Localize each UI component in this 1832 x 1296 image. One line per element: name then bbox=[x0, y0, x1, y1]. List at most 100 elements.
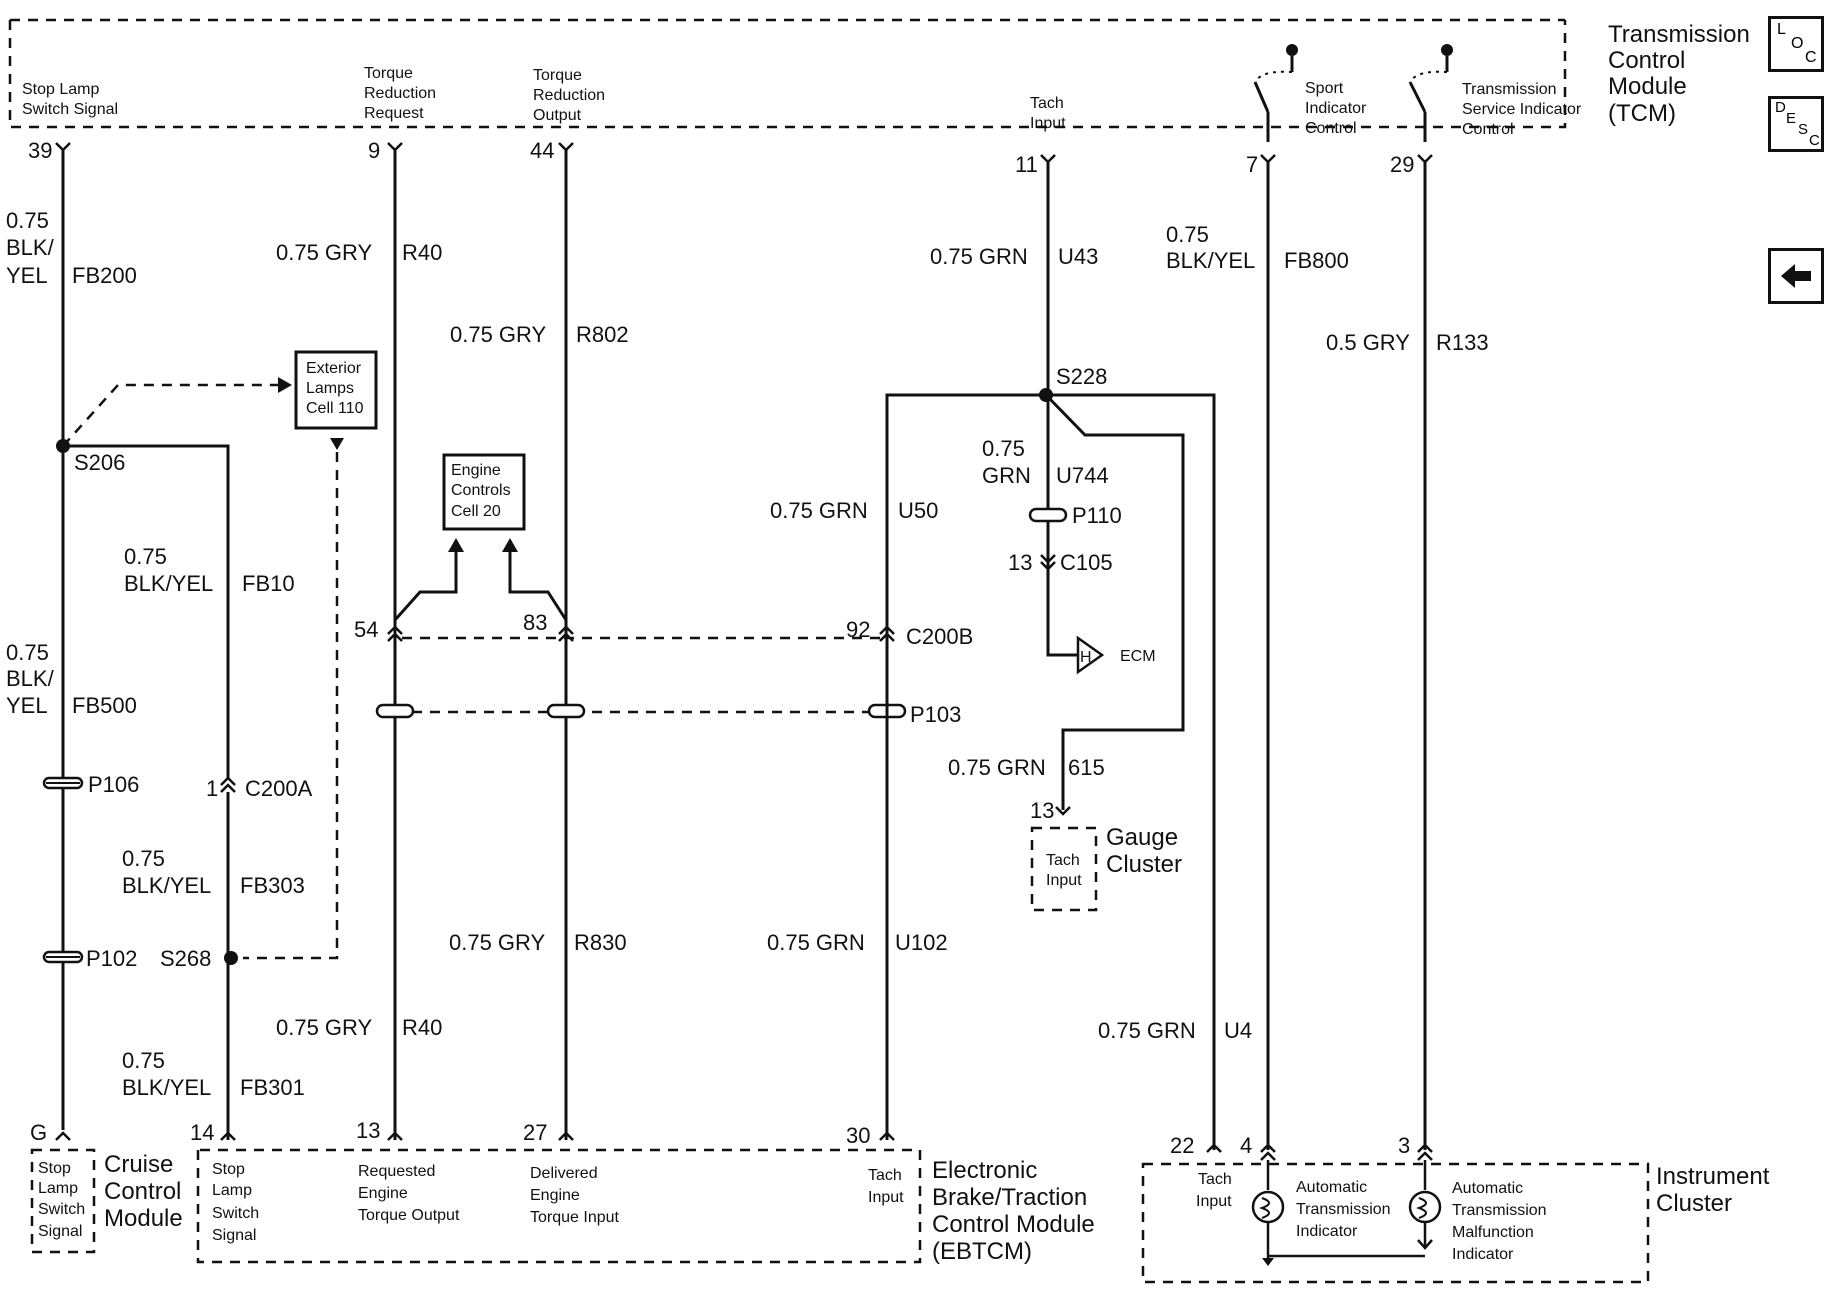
ecm-label: ECM bbox=[1120, 648, 1156, 665]
connector-c200a bbox=[220, 776, 236, 793]
svg-text:Switch: Switch bbox=[212, 1205, 259, 1222]
ebtcm-pin-desc-tach: Tach Input bbox=[868, 1167, 904, 1206]
svg-text:Indicator: Indicator bbox=[1305, 100, 1367, 117]
svg-text:Lamp: Lamp bbox=[212, 1182, 252, 1199]
splice-s228-label: S228 bbox=[1056, 364, 1107, 389]
svg-text:0.75 GRY: 0.75 GRY bbox=[276, 1015, 373, 1040]
svg-text:Instrument: Instrument bbox=[1656, 1163, 1770, 1190]
desc-letter-s: S bbox=[1798, 121, 1809, 138]
ic-pin-desc-tach: Tach Input bbox=[1196, 1171, 1232, 1210]
svg-text:Tach: Tach bbox=[1030, 95, 1064, 112]
splice-s268-label: S268 bbox=[160, 946, 211, 971]
svg-text:Switch Signal: Switch Signal bbox=[22, 101, 118, 118]
svg-text:Tach: Tach bbox=[1046, 852, 1080, 869]
svg-text:Controls: Controls bbox=[451, 482, 511, 499]
svg-text:615: 615 bbox=[1068, 755, 1105, 780]
svg-text:Cell 20: Cell 20 bbox=[451, 503, 501, 520]
svg-text:Input: Input bbox=[1046, 872, 1082, 889]
wire-615 bbox=[1044, 393, 1185, 810]
svg-text:Input: Input bbox=[868, 1189, 904, 1206]
svg-text:Reduction: Reduction bbox=[364, 85, 436, 102]
svg-text:Tach: Tach bbox=[868, 1167, 902, 1184]
svg-text:U43: U43 bbox=[1058, 244, 1098, 269]
tcm-pin-label-service: Transmission Service Indicator Control bbox=[1462, 81, 1582, 138]
cruise-pin-g: G bbox=[30, 1120, 47, 1145]
branch-to-engine-54 bbox=[393, 550, 458, 621]
svg-text:U50: U50 bbox=[898, 498, 938, 523]
connector-p110-label: P110 bbox=[1072, 503, 1122, 528]
svg-text:Input: Input bbox=[1196, 1193, 1232, 1210]
ic-pin-4: 4 bbox=[1240, 1133, 1252, 1158]
tcm-pin-label-stop-lamp: Stop Lamp Switch Signal bbox=[22, 81, 118, 118]
svg-text:R40: R40 bbox=[402, 240, 442, 265]
arrow-right-icon bbox=[278, 377, 292, 393]
ic-pin-3: 3 bbox=[1398, 1133, 1410, 1158]
svg-text:Input: Input bbox=[1030, 115, 1066, 132]
svg-text:0.75 GRY: 0.75 GRY bbox=[449, 930, 546, 955]
svg-text:0.75 GRN: 0.75 GRN bbox=[948, 755, 1046, 780]
wire-label-fb200: 0.75 BLK/ YEL FB200 bbox=[6, 208, 137, 288]
connector-c105-pin: 13 bbox=[1008, 550, 1032, 575]
pin-11: 11 bbox=[1015, 152, 1038, 177]
cruise-control-title: Cruise Control Module bbox=[104, 1151, 183, 1232]
arrow-left-icon bbox=[1781, 264, 1811, 288]
svg-text:Control Module: Control Module bbox=[932, 1211, 1095, 1238]
svg-text:0.75: 0.75 bbox=[6, 640, 49, 665]
svg-text:Lamps: Lamps bbox=[306, 380, 354, 397]
svg-text:Transmission: Transmission bbox=[1296, 1201, 1391, 1218]
svg-text:0.75 GRY: 0.75 GRY bbox=[450, 322, 547, 347]
ic-pin-22: 22 bbox=[1170, 1133, 1194, 1158]
wire-label-u4: 0.75 GRN U4 bbox=[1098, 1018, 1252, 1043]
svg-text:Sport: Sport bbox=[1305, 80, 1344, 97]
wire-label-r40-top: 0.75 GRY R40 bbox=[276, 240, 442, 265]
svg-text:0.75: 0.75 bbox=[6, 208, 49, 233]
svg-text:0.75: 0.75 bbox=[122, 1048, 165, 1073]
svg-text:FB800: FB800 bbox=[1284, 248, 1349, 273]
loc-letter-l: L bbox=[1777, 21, 1786, 38]
connector-p103-label: P103 bbox=[910, 702, 961, 727]
pin-9: 9 bbox=[368, 138, 380, 163]
svg-text:Torque: Torque bbox=[364, 65, 413, 82]
svg-text:Signal: Signal bbox=[212, 1227, 256, 1244]
svg-text:Engine: Engine bbox=[451, 462, 501, 479]
connector-c200b-label: C200B bbox=[906, 624, 973, 649]
ecm-symbol: H bbox=[1080, 649, 1092, 666]
tcm-pin-label-torque-request: Torque Reduction Request bbox=[364, 65, 436, 122]
auto-trans-indicator-lamp bbox=[1251, 1160, 1285, 1266]
tcm-box bbox=[8, 18, 1567, 129]
pin-44: 44 bbox=[530, 138, 554, 163]
svg-text:FB200: FB200 bbox=[72, 263, 137, 288]
svg-text:FB301: FB301 bbox=[240, 1075, 305, 1100]
svg-text:Automatic: Automatic bbox=[1452, 1180, 1523, 1197]
ebtcm-pin-30: 30 bbox=[846, 1123, 870, 1148]
svg-text:Engine: Engine bbox=[530, 1187, 580, 1204]
svg-text:R133: R133 bbox=[1436, 330, 1489, 355]
svg-text:Control: Control bbox=[1608, 47, 1685, 74]
ebtcm-pin-27: 27 bbox=[523, 1120, 547, 1145]
svg-text:Control: Control bbox=[1305, 120, 1357, 137]
svg-text:Tach: Tach bbox=[1198, 1171, 1232, 1188]
connector-c200b-pin-54: 54 bbox=[354, 617, 378, 642]
ref-line-exterior bbox=[62, 383, 280, 447]
svg-text:YEL: YEL bbox=[6, 263, 48, 288]
desc-letter-e: E bbox=[1786, 110, 1797, 127]
pin-7: 7 bbox=[1246, 152, 1258, 177]
wire-label-u50: 0.75 GRN U50 bbox=[770, 498, 938, 523]
ic-pin-desc-malf: Automatic Transmission Malfunction Indic… bbox=[1452, 1180, 1547, 1263]
connector-c105-label: C105 bbox=[1060, 550, 1113, 575]
location-button[interactable]: L O C bbox=[1768, 16, 1824, 72]
svg-text:BLK/: BLK/ bbox=[6, 235, 55, 260]
pin-29: 29 bbox=[1390, 152, 1414, 177]
wire-label-u102: 0.75 GRN U102 bbox=[767, 930, 948, 955]
connector-p106-label: P106 bbox=[88, 772, 139, 797]
svg-text:Stop: Stop bbox=[212, 1161, 245, 1178]
svg-text:Brake/Traction: Brake/Traction bbox=[932, 1184, 1087, 1211]
ebtcm-title: Electronic Brake/Traction Control Module… bbox=[932, 1157, 1095, 1265]
description-button[interactable]: D E S C bbox=[1768, 96, 1824, 152]
tcm-title: Transmission Control Module (TCM) bbox=[1608, 21, 1750, 127]
back-button[interactable] bbox=[1768, 248, 1824, 304]
splice-s268 bbox=[224, 951, 238, 965]
svg-text:Transmission: Transmission bbox=[1462, 81, 1557, 98]
ref-exterior-lamps-label: Exterior Lamps Cell 110 bbox=[306, 360, 364, 417]
